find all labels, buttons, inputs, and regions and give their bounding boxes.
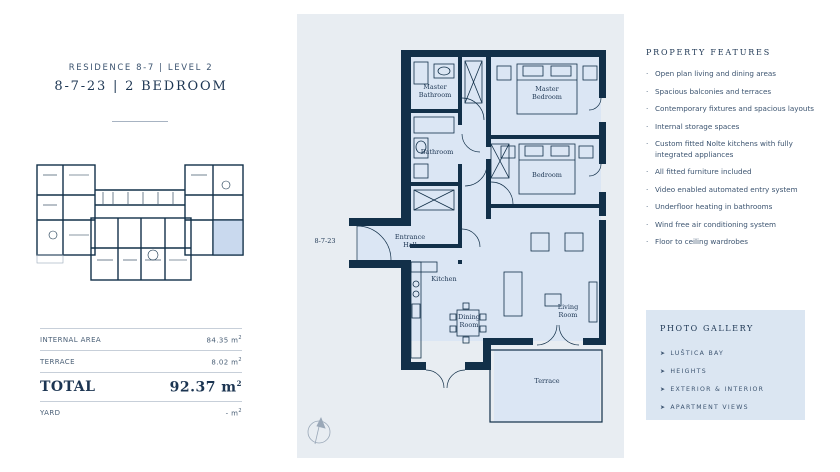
internal-area-value: 84.35 m2 (206, 334, 242, 345)
arrow-right-icon: ➤ (660, 368, 667, 375)
feature-item: ·Underfloor heating in bathrooms (646, 202, 773, 211)
label-kitchen: Kitchen (431, 275, 456, 283)
unit-title: 8-7-23 | 2 BEDROOM (54, 79, 228, 94)
total-value: 92.37 m2 (169, 378, 242, 396)
features-list: ·Open plan living and dining areas ·Spac… (646, 69, 821, 248)
label-master-bedroom: Master (535, 85, 559, 93)
yard-label: YARD (40, 409, 61, 417)
feature-item: ·Video enabled automated entry system (646, 184, 798, 194)
feature-item: ·Spacious balconies and terraces (646, 86, 772, 96)
feature-item: ·Wind free air conditioning system (646, 219, 777, 229)
gallery-title: PHOTO GALLERY (660, 324, 754, 333)
area-table: INTERNAL AREA 84.35 m2 TERRACE 8.02 m2 T… (40, 328, 242, 424)
label-bedroom: Bedroom (532, 171, 562, 179)
arrow-right-icon: ➤ (660, 404, 667, 411)
building-key-plan (36, 164, 244, 281)
divider (112, 121, 168, 122)
label-entrance-hall: Entrance (395, 233, 425, 241)
unit-summary: RESIDENCE 8-7 | LEVEL 2 8-7-23 | 2 BEDRO… (0, 0, 290, 472)
yard-value: - m2 (225, 408, 242, 418)
north-arrow-icon (307, 417, 331, 445)
total-area-row: TOTAL 92.37 m2 (40, 372, 242, 402)
label-dining-room: Dining (458, 313, 480, 321)
terrace-area-row: TERRACE 8.02 m2 (40, 350, 242, 372)
svg-text:Bathroom: Bathroom (419, 91, 452, 99)
photo-gallery-box: PHOTO GALLERY ➤LUŠTICA BAY ➤HEIGHTS ➤EXT… (646, 310, 805, 420)
yard-area-row: YARD - m2 (40, 402, 242, 424)
terrace-area-label: TERRACE (40, 357, 75, 366)
property-features: PROPERTY FEATURES ·Open plan living and … (646, 48, 821, 255)
floor-plan: Master Bathroom Master Bedroom Bathroom … (307, 50, 606, 445)
label-master-bathroom: Master (423, 83, 447, 91)
feature-item: ·All fitted furniture included (646, 167, 752, 176)
internal-area-label: INTERNAL AREA (40, 335, 102, 344)
arrow-right-icon: ➤ (660, 386, 667, 393)
feature-item: ·Internal storage spaces (646, 121, 740, 131)
internal-area-row: INTERNAL AREA 84.35 m2 (40, 328, 242, 350)
feature-item: ·Floor to ceiling wardrobes (646, 237, 749, 246)
label-living-room: Living (558, 303, 579, 311)
feature-item: ·Custom fitted Nolte kitchens with fully… (646, 139, 793, 159)
gallery-link-heights[interactable]: ➤HEIGHTS (660, 368, 707, 375)
residence-level: RESIDENCE 8-7 | LEVEL 2 (68, 63, 214, 73)
unit-tag: 8-7-23 (315, 237, 336, 245)
total-label: TOTAL (40, 379, 96, 395)
svg-text:Hall: Hall (403, 241, 417, 249)
gallery-link-apartment-views[interactable]: ➤APARTMENT VIEWS (660, 404, 749, 411)
feature-item: ·Open plan living and dining areas (646, 69, 777, 78)
gallery-link-exterior-interior[interactable]: ➤EXTERIOR & INTERIOR (660, 386, 765, 393)
label-terrace: Terrace (534, 377, 559, 385)
svg-text:Room: Room (460, 321, 479, 329)
svg-text:Bedroom: Bedroom (532, 93, 562, 101)
features-title: PROPERTY FEATURES (646, 48, 771, 57)
label-bathroom: Bathroom (421, 148, 454, 156)
svg-text:Room: Room (559, 311, 578, 319)
gallery-link-lustica-bay[interactable]: ➤LUŠTICA BAY (660, 350, 725, 357)
feature-item: ·Contemporary fixtures and spacious layo… (646, 104, 815, 113)
arrow-right-icon: ➤ (660, 350, 667, 357)
terrace-area-value: 8.02 m2 (211, 356, 242, 367)
